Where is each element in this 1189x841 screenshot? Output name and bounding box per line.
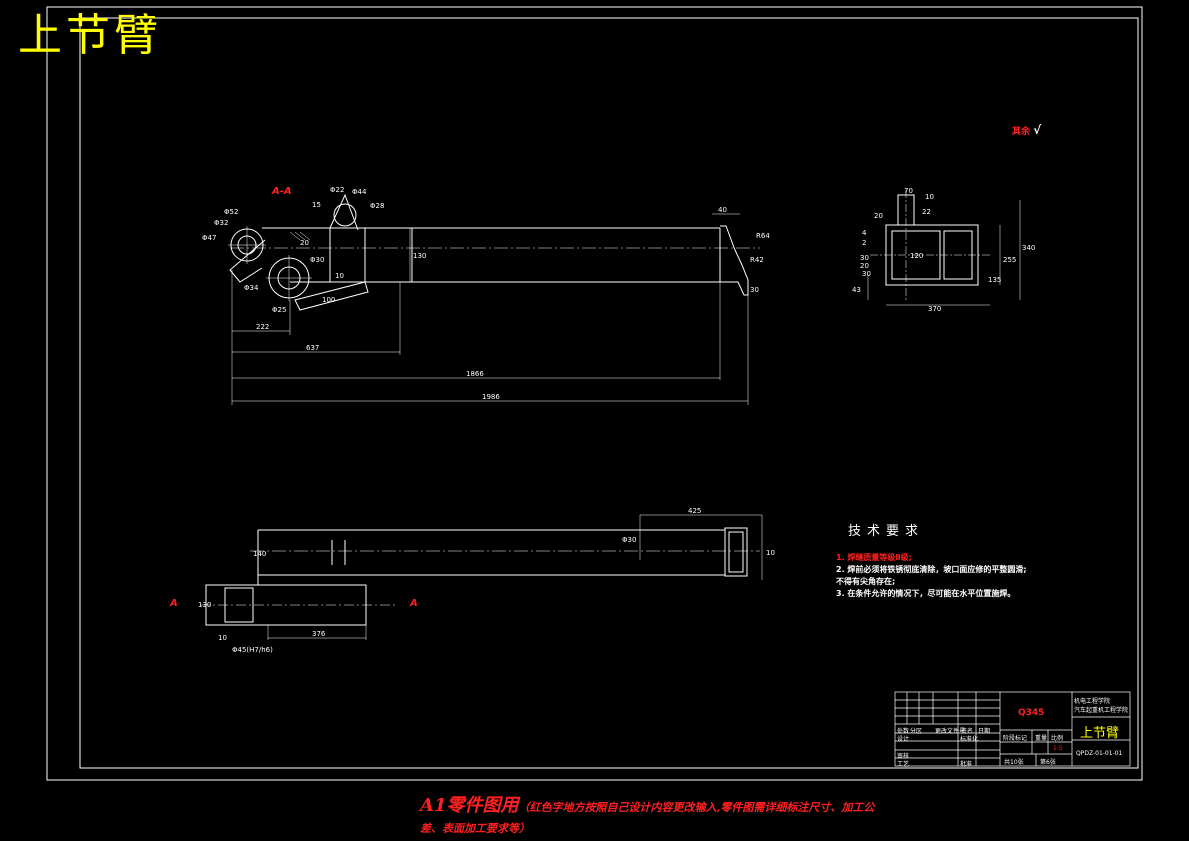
top-dimension-texts: 425 140 Φ30 10 130 376 Φ45(H7/h6) 10	[198, 507, 775, 654]
label-standard: 标准化	[960, 736, 979, 743]
dim-text: Φ25	[272, 306, 286, 314]
dim-text: 20	[860, 262, 869, 270]
top-view	[200, 514, 763, 640]
bottom-note-lead: A1零件图用	[420, 795, 519, 816]
dim-text: 340	[1022, 244, 1035, 252]
scale-value: 1:5	[1053, 745, 1063, 752]
label-doc: 更改文件号	[935, 728, 966, 735]
label-zone: 分区	[910, 728, 923, 735]
tech-item: 不得有尖角存在;	[836, 577, 896, 586]
drawing-no: QPDZ-01-01-01	[1076, 750, 1123, 757]
outer-border	[46, 6, 1143, 781]
dim-text: 130	[413, 252, 426, 260]
label-approve: 批准	[960, 761, 973, 768]
label-date: 日期	[978, 728, 991, 735]
side-dimension-texts: 70 10 20 22 4 2 30 120 255 340 135 43 37…	[852, 187, 1035, 313]
dim-text: 30	[862, 270, 871, 278]
part-name: 上节臂	[1080, 726, 1120, 741]
dim-text: 222	[256, 323, 269, 331]
dim-text: Φ44	[352, 188, 367, 196]
dim-text: 10	[335, 272, 344, 280]
dim-text: 4	[862, 229, 867, 237]
roughness-mark: 其余 √	[1012, 123, 1041, 137]
dim-text: 10	[766, 549, 775, 557]
dim-text: Φ45(H7/h6)	[232, 646, 273, 654]
dim-text: 637	[306, 344, 319, 352]
label-process: 工艺	[897, 761, 910, 768]
material: Q345	[1018, 708, 1045, 718]
dim-text: R64	[756, 232, 770, 240]
dim-text: 425	[688, 507, 701, 515]
dim-text: 20	[874, 212, 883, 220]
dim-text: 30	[750, 286, 759, 294]
dim-text: R42	[750, 256, 764, 264]
tech-requirements-list: 1. 焊缝质量等级Ⅱ级; 2. 焊前必须将铁锈彻底清除，坡口面应修的平整圆滑; …	[836, 552, 1027, 600]
dim-text: 255	[1003, 256, 1016, 264]
dim-text: 10	[218, 634, 227, 642]
dim-text: 1866	[466, 370, 484, 378]
dim-text: 376	[312, 630, 326, 638]
label-stage: 阶段标记	[1003, 735, 1028, 742]
label-scale: 比例	[1051, 735, 1064, 742]
dim-text: 1986	[482, 393, 500, 401]
dim-text: 100	[322, 296, 335, 304]
dim-text: Φ28	[370, 202, 384, 210]
front-view	[228, 193, 760, 405]
dim-text: 15	[312, 201, 321, 209]
label-count: 处数	[897, 728, 910, 735]
school: 机电工程学院	[1074, 698, 1111, 705]
inner-border	[79, 17, 1139, 769]
sheet-title: 上节臂	[18, 10, 162, 61]
dim-text: 140	[253, 550, 266, 558]
project: 汽车起重机工程学院	[1074, 707, 1129, 714]
dim-text: Φ52	[224, 208, 238, 216]
dim-text: Φ32	[214, 219, 228, 227]
section-label-left: A	[170, 598, 178, 609]
bottom-note-rest: （红色字地方按照自己设计内容更改输入,零件图需详细标注尺寸、加工公差、表面加工要…	[420, 801, 875, 835]
sheets-total: 共10张	[1004, 759, 1024, 766]
label-design: 设计	[897, 736, 910, 743]
dim-text: 120	[910, 252, 923, 260]
roughness-text: 其余	[1012, 127, 1031, 137]
dim-text: 130	[198, 601, 211, 609]
dim-text: 70	[904, 187, 913, 195]
bottom-note: A1零件图用（红色字地方按照自己设计内容更改输入,零件图需详细标注尺寸、加工公差…	[420, 796, 890, 838]
label-sign: 签名	[961, 728, 974, 735]
dim-text: Φ34	[244, 284, 259, 292]
check-icon: √	[1033, 123, 1042, 137]
dim-text: 40	[718, 206, 727, 214]
tech-requirements-title: 技术要求	[848, 524, 925, 539]
dim-text: 2	[862, 239, 866, 247]
tech-item: 1. 焊缝质量等级Ⅱ级;	[836, 553, 912, 562]
dim-text: 20	[300, 239, 309, 247]
sheet-no: 第6张	[1040, 759, 1056, 766]
dim-text: Φ47	[202, 234, 216, 242]
tech-item: 3. 在条件允许的情况下，尽可能在水平位置施焊。	[836, 589, 1016, 598]
side-view	[867, 190, 1021, 306]
dim-text: 22	[922, 208, 931, 216]
dim-text: Φ30	[622, 536, 636, 544]
label-weight: 重量	[1035, 735, 1048, 742]
dim-text: 43	[852, 286, 861, 294]
dim-text: 370	[928, 305, 941, 313]
dim-text: 10	[925, 193, 934, 201]
title-block	[894, 691, 1131, 767]
front-dimension-texts: Φ47 Φ52 Φ32 Φ34 Φ25 Φ30 Φ44 Φ28 Φ22 R64 …	[202, 186, 770, 401]
dim-text: Φ30	[310, 256, 324, 264]
dim-text: 135	[988, 276, 1001, 284]
section-label-right: A	[410, 598, 418, 609]
tech-item: 2. 焊前必须将铁锈彻底清除，坡口面应修的平整圆滑;	[836, 565, 1027, 574]
label-check: 审核	[897, 753, 910, 760]
dim-text: 30	[860, 254, 869, 262]
section-label-aa: A-A	[272, 186, 292, 197]
dim-text: Φ22	[330, 186, 344, 194]
